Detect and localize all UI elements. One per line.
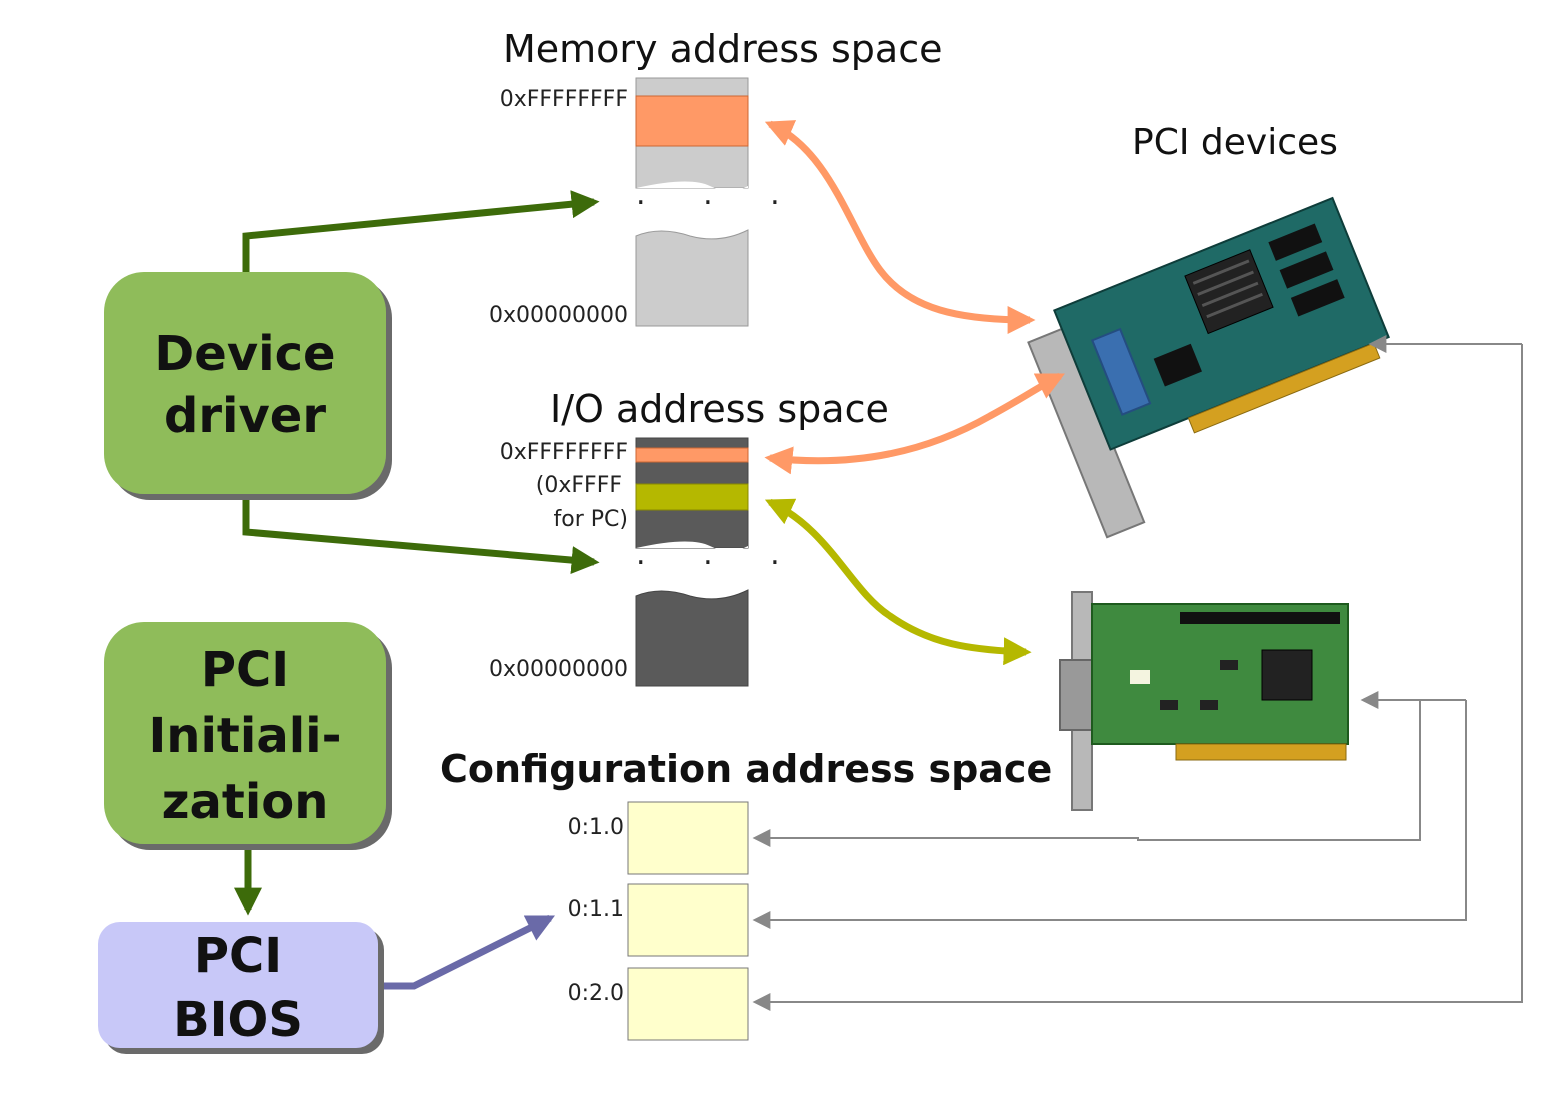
config-slot-label: 0:2.0 [568, 981, 624, 1006]
interface-card-image [1059, 591, 1349, 811]
io-note-line1: (0xFFFF [536, 473, 622, 498]
io-bottom-address: 0x00000000 [489, 657, 628, 682]
io-dots: . . . [636, 537, 804, 572]
io-note-line2: for PC) [554, 507, 628, 532]
config-slot-1: 0:1.1 [568, 883, 749, 957]
memory-dots: . . . [636, 177, 804, 212]
memory-space-title: Memory address space [503, 27, 942, 71]
io-top-address: 0xFFFFFFFF [500, 440, 628, 465]
memory-to-card-arrow [764, 120, 1036, 334]
config-slot-0: 0:1.0 [568, 801, 749, 875]
io-to-interface-card-arrow [764, 498, 1032, 666]
pci-init-line3: zation [162, 774, 329, 830]
graphics-card-image [1027, 196, 1390, 539]
device-driver-line1: Device [154, 326, 335, 382]
bios-to-config-arrow [382, 914, 556, 990]
pci-devices-title: PCI devices [1132, 122, 1338, 163]
config-slot-label: 0:1.1 [568, 897, 624, 922]
config-slot-2: 0:2.0 [568, 967, 749, 1041]
io-region-orange [635, 447, 749, 463]
memory-top-address: 0xFFFFFFFF [500, 87, 628, 112]
io-address-column [635, 437, 749, 687]
device-driver-line2: driver [164, 388, 326, 444]
io-region-olive [635, 483, 749, 511]
pci-bios-line1: PCI [194, 928, 282, 984]
memory-region-orange [635, 95, 749, 147]
io-to-card-arrow [764, 372, 1066, 475]
driver-to-memory-arrow [242, 190, 600, 272]
pci-init-line1: PCI [201, 642, 289, 698]
config-space-title: Configuration address space [440, 747, 1052, 791]
device-driver-box [104, 272, 386, 494]
config-slot-label: 0:1.0 [568, 815, 624, 840]
driver-to-io-arrow [242, 496, 600, 575]
pci-initialization-box [104, 622, 386, 844]
pci-init-line2: Initiali- [148, 708, 341, 764]
memory-address-column [635, 77, 749, 327]
config-wiring [752, 335, 1523, 1011]
io-space-title: I/O address space [550, 387, 889, 431]
memory-bottom-address: 0x00000000 [489, 303, 628, 328]
pci-bios-box [98, 922, 378, 1048]
pci-bios-line2: BIOS [173, 992, 303, 1048]
